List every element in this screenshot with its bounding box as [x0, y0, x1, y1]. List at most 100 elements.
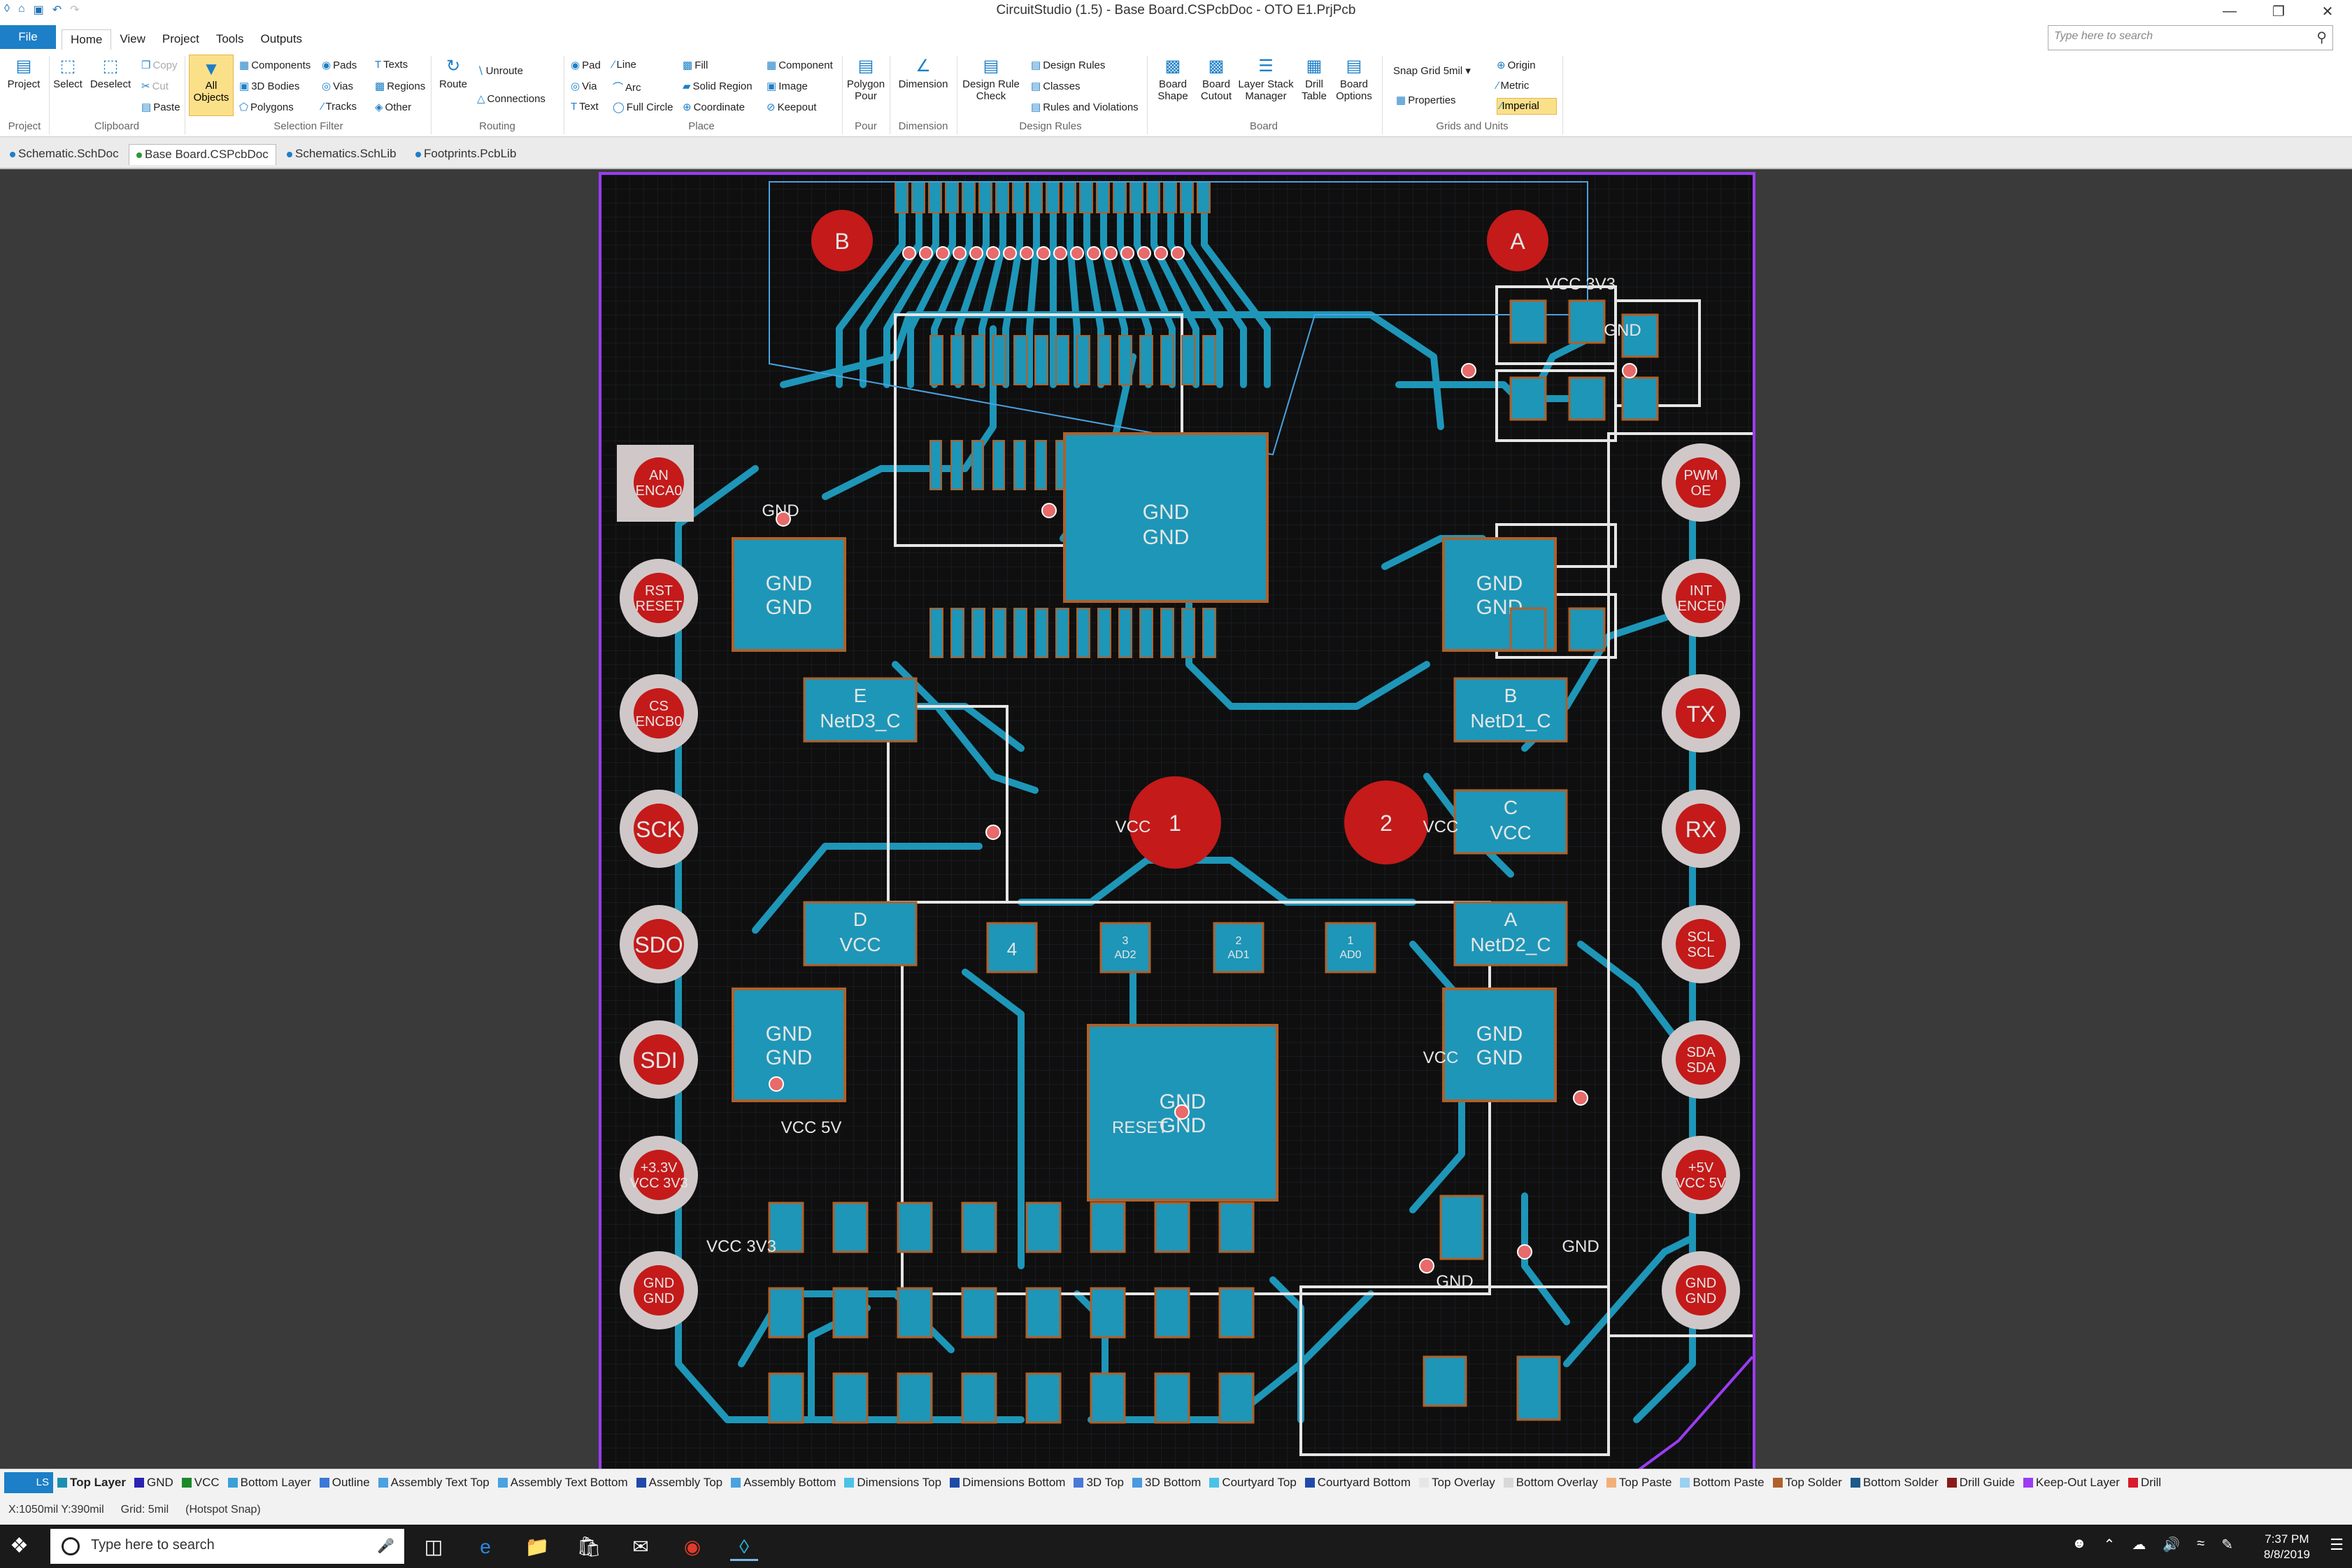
layer-tab[interactable]: Drill [2128, 1476, 2161, 1490]
windows-start-icon[interactable]: ❖ [10, 1534, 29, 1558]
layer-tab[interactable]: Drill Guide [1946, 1476, 2015, 1490]
search-icon[interactable]: ⚲ [2316, 30, 2327, 45]
design-rules-button[interactable]: ▤Design Rules [1031, 59, 1106, 71]
task-view-icon[interactable]: ◫ [424, 1536, 443, 1558]
board-cutout-button[interactable]: ▩Board Cutout [1200, 57, 1232, 103]
doc-tab-pcblib[interactable]: Footprints.PcbLib [408, 144, 523, 165]
microphone-icon[interactable]: 🎤 [377, 1539, 394, 1554]
route-button[interactable]: ↻Route [439, 57, 468, 91]
doc-tab-base-board[interactable]: Base Board.CSPcbDoc [129, 144, 276, 165]
layer-tab[interactable]: Bottom Paste [1680, 1476, 1765, 1490]
layer-tab[interactable]: Assembly Text Bottom [497, 1476, 628, 1490]
layer-tab[interactable]: Top Paste [1606, 1476, 1672, 1490]
layer-tab[interactable]: Courtyard Bottom [1304, 1476, 1411, 1490]
layer-tab[interactable]: Keep-Out Layer [2023, 1476, 2120, 1490]
board-options-button[interactable]: ▤Board Options [1336, 57, 1372, 103]
origin-button[interactable]: ⊕Origin [1497, 59, 1536, 71]
tab-project[interactable]: Project [162, 32, 199, 45]
rules-violations-button[interactable]: ▤Rules and Violations [1031, 101, 1139, 113]
notifications-icon[interactable]: ☰ [2330, 1536, 2344, 1553]
restore-icon[interactable]: ❐ [2272, 3, 2285, 20]
layer-stack-manager-button[interactable]: ☰Layer Stack Manager [1238, 57, 1294, 103]
filter-polygons[interactable]: ⬠Polygons [239, 101, 294, 113]
deselect-button[interactable]: ⬚Deselect [90, 57, 131, 91]
place-image[interactable]: ▣Image [767, 80, 808, 92]
place-via[interactable]: ◎Via [571, 80, 597, 92]
layer-tab[interactable]: VCC [181, 1476, 220, 1490]
polygon-pour-button[interactable]: ▤Polygon Pour [846, 57, 885, 103]
wifi-icon[interactable]: ≈ [2197, 1536, 2205, 1551]
properties-button[interactable]: ▦Properties [1396, 94, 1456, 106]
place-keepout[interactable]: ⊘Keepout [767, 101, 817, 113]
layer-tab[interactable]: Top Overlay [1419, 1476, 1495, 1490]
metric-button[interactable]: ∕Metric [1497, 80, 1530, 92]
dimension-button[interactable]: ∠Dimension [898, 57, 948, 91]
unroute-button[interactable]: ∖Unroute [477, 65, 523, 77]
save-icon[interactable]: ▣ [33, 4, 44, 16]
people-icon[interactable]: ☻ [2072, 1536, 2087, 1551]
connections-button[interactable]: △Connections [477, 93, 546, 105]
layer-tab[interactable]: Outline [319, 1476, 370, 1490]
paste-button[interactable]: ▤Paste [141, 101, 180, 113]
classes-button[interactable]: ▤Classes [1031, 80, 1081, 92]
layer-tab[interactable]: GND [134, 1476, 173, 1490]
layer-tab[interactable]: Courtyard Top [1209, 1476, 1297, 1490]
layer-tab[interactable]: 3D Bottom [1132, 1476, 1201, 1490]
copy-button[interactable]: ❐Copy [141, 59, 178, 71]
tab-tools[interactable]: Tools [215, 32, 244, 45]
volume-icon[interactable]: 🔊 [2162, 1537, 2181, 1553]
chrome-icon[interactable]: ◉ [683, 1536, 701, 1558]
redo-icon[interactable]: ↷ [70, 4, 80, 16]
layer-tab[interactable]: Top Layer [57, 1476, 126, 1490]
search-input[interactable]: Type here to search⚲ [2048, 25, 2333, 50]
clock[interactable]: 7:37 PM 8/8/2019 [2264, 1532, 2310, 1562]
layer-tab[interactable]: Assembly Text Top [378, 1476, 490, 1490]
tray-chevron-icon[interactable]: ⌃ [2103, 1537, 2116, 1553]
project-button[interactable]: ▤Project [7, 57, 41, 91]
tab-view[interactable]: View [120, 32, 145, 45]
place-arc[interactable]: ⌒Arc [613, 82, 641, 94]
filter-3d-bodies[interactable]: ▣3D Bodies [239, 80, 300, 92]
onedrive-icon[interactable]: ☁ [2132, 1537, 2146, 1553]
imperial-button[interactable]: ∕Imperial [1497, 98, 1557, 115]
minimize-icon[interactable]: — [2223, 3, 2237, 19]
file-menu-button[interactable]: File [0, 25, 56, 49]
circuitstudio-taskbar-icon[interactable]: ◊ [730, 1533, 758, 1561]
layer-tab[interactable]: Bottom Solder [1850, 1476, 1939, 1490]
all-objects-button[interactable]: ▼All Objects [189, 55, 234, 116]
layer-tab[interactable]: Dimensions Bottom [950, 1476, 1065, 1490]
place-fill[interactable]: ▩Fill [683, 59, 708, 71]
layer-tab[interactable]: Assembly Bottom [731, 1476, 836, 1490]
filter-vias[interactable]: ◎Vias [322, 80, 354, 92]
snap-grid-dropdown[interactable]: Snap Grid 5mil ▾ [1393, 65, 1471, 77]
design-rule-check-button[interactable]: ▤Design Rule Check [962, 57, 1020, 103]
layer-tab[interactable]: Bottom Layer [227, 1476, 311, 1490]
mail-icon[interactable]: ✉ [632, 1536, 649, 1558]
layer-tab[interactable]: 3D Top [1074, 1476, 1124, 1490]
doc-tab-schematic[interactable]: Schematic.SchDoc [3, 144, 126, 165]
tab-outputs[interactable]: Outputs [260, 32, 303, 45]
doc-tab-schlib[interactable]: Schematics.SchLib [280, 144, 404, 165]
close-icon[interactable]: ✕ [2321, 3, 2334, 20]
board-shape-button[interactable]: ▩Board Shape [1157, 57, 1188, 103]
store-icon[interactable]: 🛍 [576, 1536, 601, 1558]
filter-other[interactable]: ◈Other [375, 101, 412, 113]
filter-pads[interactable]: ◉Pads [322, 59, 357, 71]
file-explorer-icon[interactable]: 📁 [525, 1536, 550, 1558]
edge-icon[interactable]: e [480, 1536, 491, 1558]
drill-table-button[interactable]: ▦Drill Table [1302, 57, 1327, 103]
place-component[interactable]: ▦Component [767, 59, 833, 71]
cut-button[interactable]: ✂Cut [141, 80, 169, 92]
place-pad[interactable]: ◉Pad [571, 59, 601, 71]
place-coordinate[interactable]: ⊕Coordinate [683, 101, 745, 113]
place-solid-region[interactable]: ▰Solid Region [683, 80, 753, 92]
place-full-circle[interactable]: ◯Full Circle [613, 101, 673, 113]
undo-icon[interactable]: ↶ [52, 4, 62, 16]
select-button[interactable]: ⬚Select [53, 57, 83, 91]
layer-tab[interactable]: Top Solder [1772, 1476, 1842, 1490]
layer-set-button[interactable]: LS [4, 1471, 53, 1493]
pen-icon[interactable]: ✎ [2221, 1537, 2233, 1553]
